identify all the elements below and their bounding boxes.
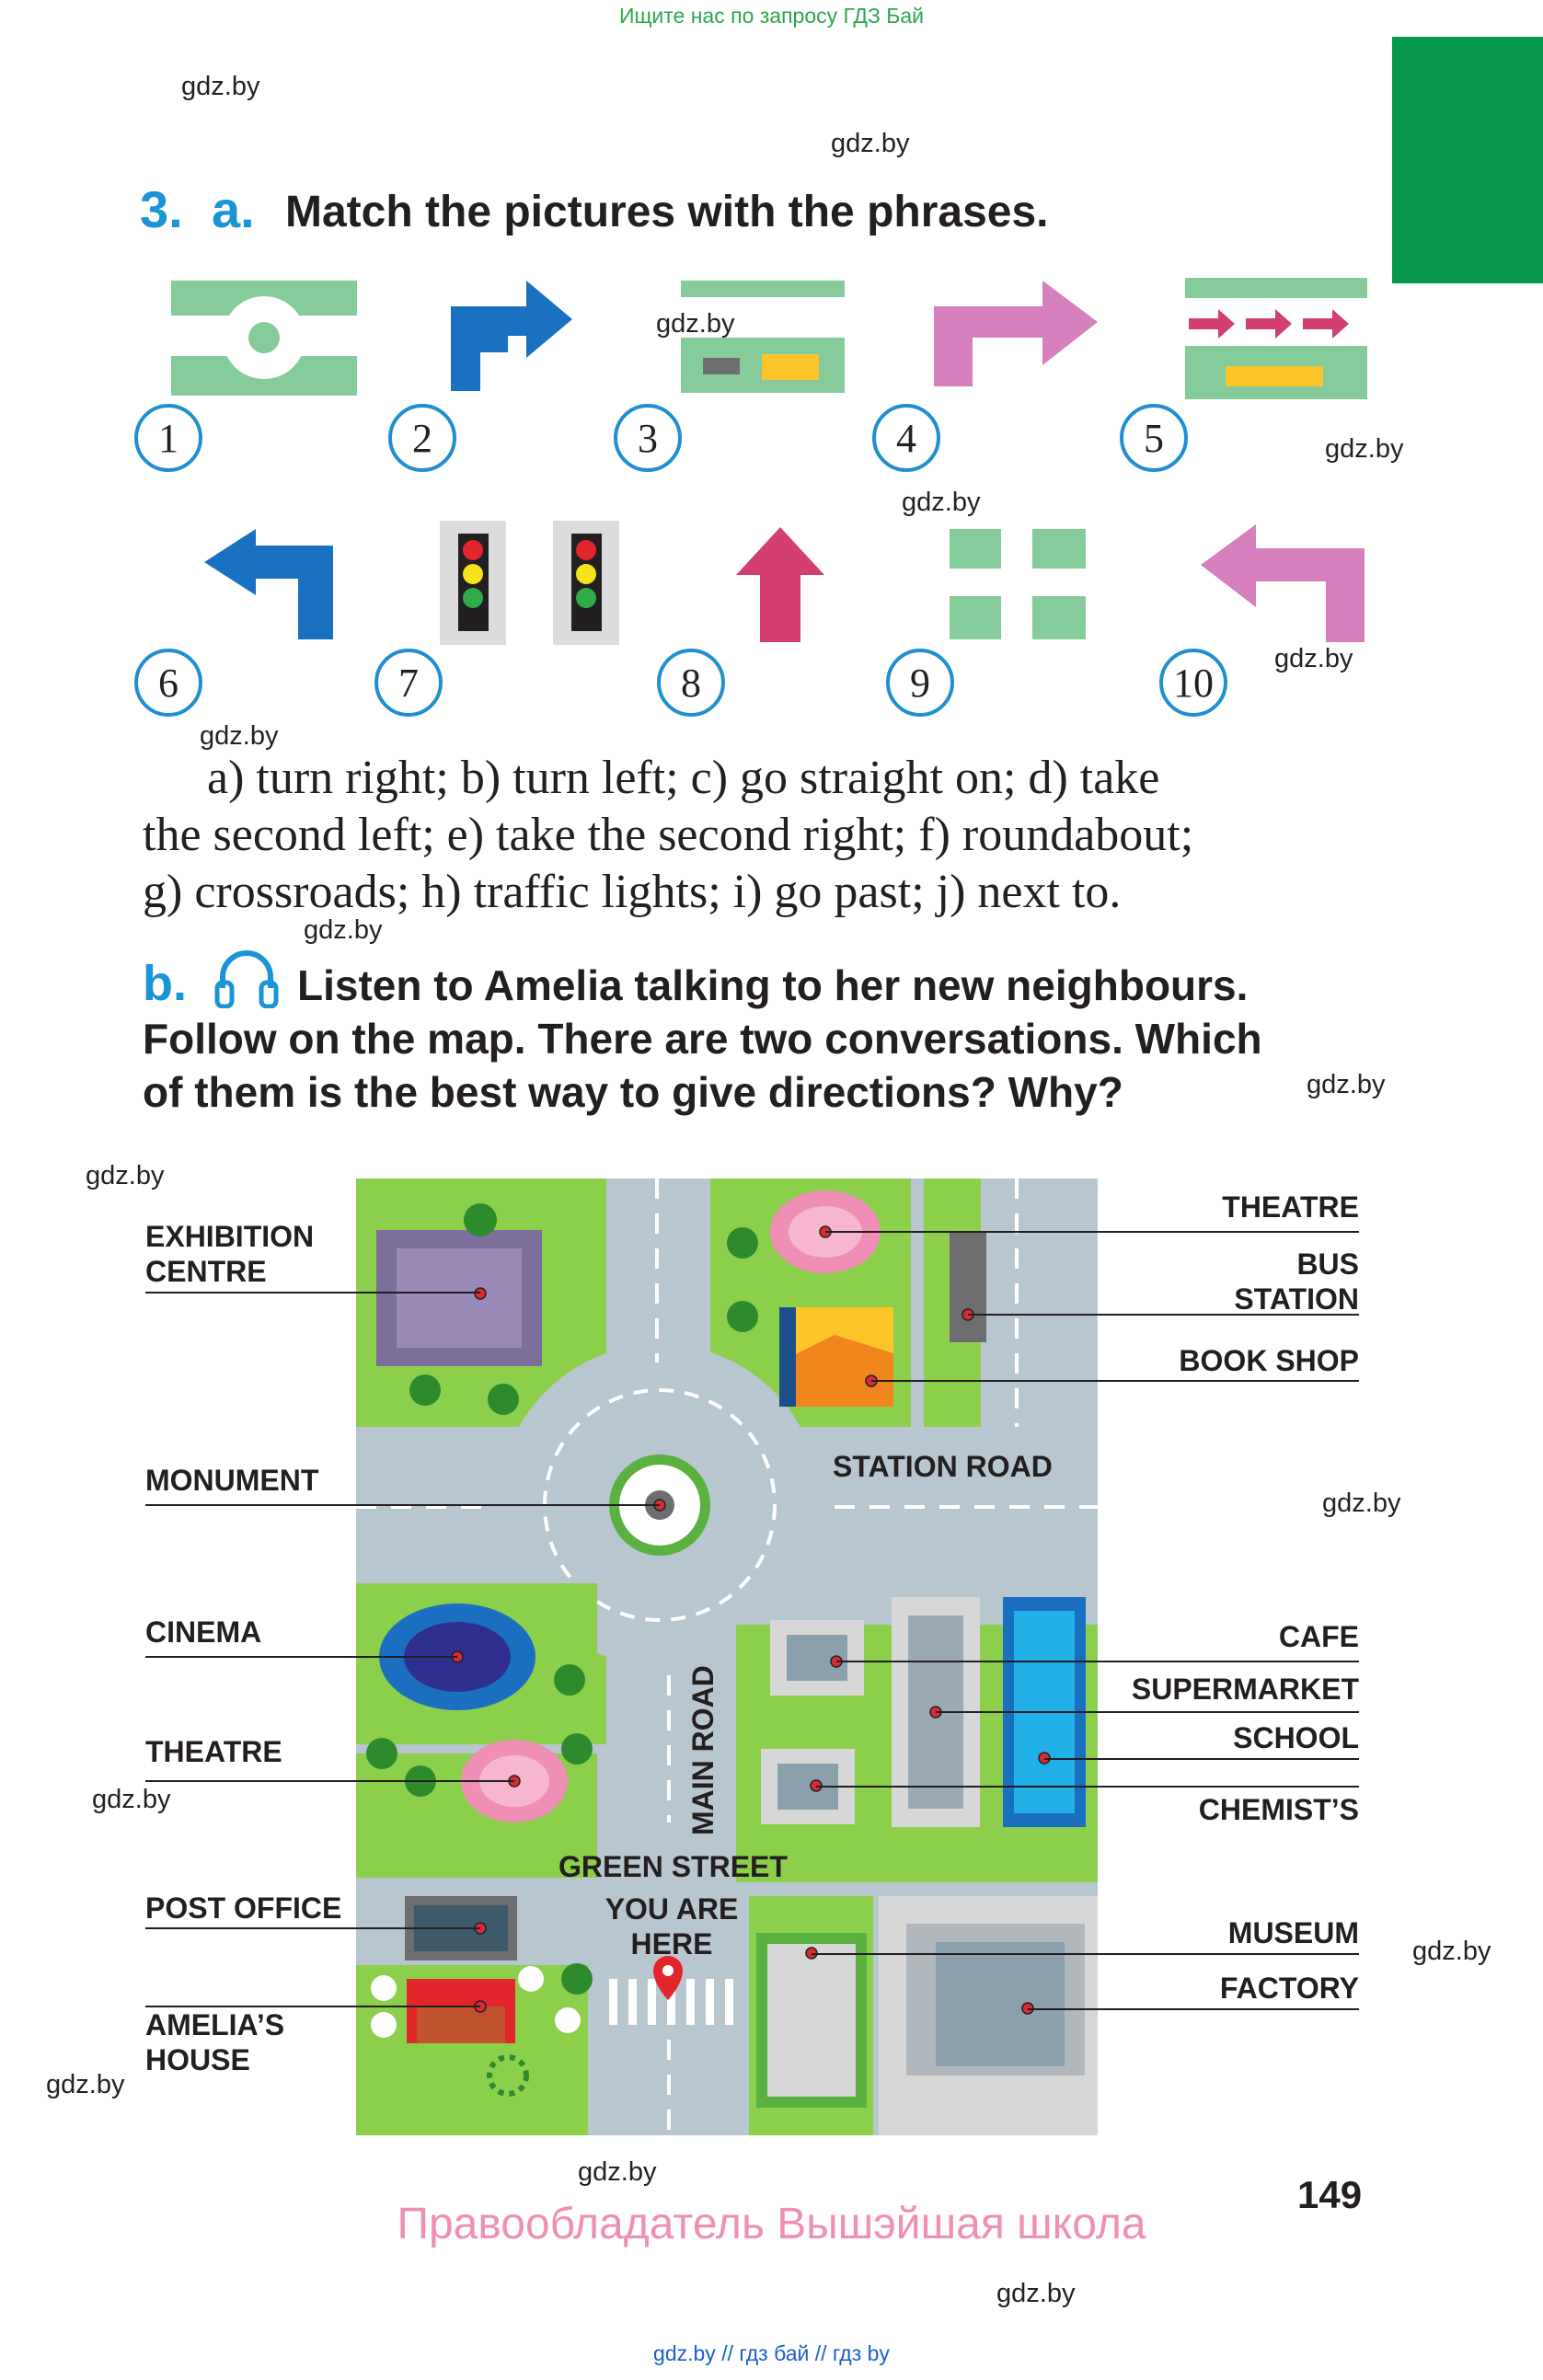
picture-number: 1 [134,404,202,472]
part-b-label: b. [143,956,187,1011]
label-supermarket: SUPERMARKET [1131,1673,1359,1706]
label-bus-station: BUS STATION [1234,1247,1359,1316]
label-you-are-here: YOU ARE HERE [605,1892,739,1960]
instruction-b-line: Listen to Amelia talking to her new neig… [297,961,1249,1009]
page-number: 149 [1297,2173,1363,2216]
roundabout-picture [171,281,357,396]
instruction-a: Match the pictures with the phrases. [285,188,1049,236]
crossroads-picture [950,529,1086,639]
bottom-links[interactable]: gdz.by // гдз бай // гдз by [653,2341,890,2365]
picture-number: 5 [1120,404,1188,472]
label-chemists: CHEMIST’S [1198,1793,1359,1826]
label-cafe: CAFE [1278,1620,1359,1653]
instruction-b-line: Follow on the map. There are two convers… [143,1015,1262,1063]
watermark: gdz.by [92,1785,171,1814]
watermark: gdz.by [1307,1070,1386,1099]
watermark: gdz.by [46,2070,125,2099]
leader-line [936,1711,1359,1713]
label-post-office: POST OFFICE [145,1891,342,1925]
watermark: gdz.by [181,72,260,101]
leader-line [825,1231,1359,1233]
leader-line [968,1314,1359,1316]
label-book-shop: BOOK SHOP [1179,1344,1359,1377]
straight-on-arrow-picture [736,527,824,642]
watermark: gdz.by [1322,1489,1401,1518]
instruction-b-line: of them is the best way to give directio… [143,1068,1123,1116]
leader-line [871,1380,1359,1382]
instruction-b: b. Listen to Amelia talking to her new ne… [143,957,1380,1119]
leader-line [1028,2008,1359,2010]
headphones-icon [214,950,279,1008]
label-theatre-top: THEATRE [1222,1190,1359,1224]
leader-line [812,1953,1359,1955]
watermark: gdz.by [200,721,279,751]
watermark: gdz.by [304,915,383,945]
picture-number: 6 [134,649,202,717]
picture-number: 9 [886,649,954,717]
picture-number: 8 [657,649,725,717]
traffic-lights-picture [440,521,619,645]
top-banner[interactable]: Ищите нас по запросу ГДЗ Бай [618,4,925,28]
label-museum: MUSEUM [1227,1916,1359,1949]
label-exhibition-centre: EXHIBITION CENTRE [145,1220,315,1288]
label-main-road: MAIN ROAD [686,1665,720,1835]
watermark: gdz.by [831,129,910,158]
picture-number: 10 [1159,649,1227,717]
leader-line [1044,1758,1359,1760]
leader-line [145,1292,480,1293]
watermark: gdz.by [578,2157,657,2187]
part-a-label: a. [212,180,255,238]
town-map [356,1179,1098,2135]
green-page-tab [1392,37,1543,283]
turn-right-arrow-picture [451,281,572,391]
watermark: gdz.by [1274,644,1353,673]
turn-right-arrow-pink-picture [934,281,1098,386]
picture-number: 3 [614,404,682,472]
leader-line [145,2006,480,2007]
picture-number: 4 [872,404,940,472]
watermark: gdz.by [1412,1937,1491,1966]
leader-line [836,1661,1359,1662]
phrases-line: g) crossroads; h) traffic lights; i) go … [143,866,1122,918]
phrases-line: the second left; e) take the second righ… [143,809,1194,861]
turn-left-pink-picture [1201,524,1365,642]
copyright-notice: Правообладатель Вышэйшая школа [397,2200,1146,2248]
leader-line [145,1927,480,1929]
watermark: gdz.by [656,309,735,339]
go-past-picture [681,281,845,393]
label-cinema: CINEMA [145,1615,262,1649]
watermark: gdz.by [86,1161,165,1190]
go-straight-past-picture [1185,278,1367,399]
phrases-text: a) turn right; b) turn left; c) go strai… [143,750,1376,921]
leader-line [145,1780,514,1782]
label-green-street: GREEN STREET [558,1850,788,1883]
label-theatre-left: THEATRE [145,1735,282,1768]
leader-line [145,1504,660,1506]
leader-line [145,1656,457,1658]
exercise-number: 3. [140,180,183,238]
watermark: gdz.by [1325,434,1404,464]
label-monument: MONUMENT [145,1464,319,1497]
label-factory: FACTORY [1219,1972,1359,2005]
watermark: gdz.by [902,488,981,517]
label-school: SCHOOL [1233,1721,1359,1754]
label-station-road: STATION ROAD [833,1450,1053,1483]
picture-number: 7 [374,649,443,717]
phrases-line: a) turn right; b) turn left; c) go strai… [207,752,1160,804]
picture-number: 2 [388,404,456,472]
turn-left-blue-picture [204,529,333,639]
label-amelias-house: AMELIA’S HOUSE [145,2008,285,2076]
watermark: gdz.by [996,2279,1076,2308]
leader-line [816,1786,1359,1788]
